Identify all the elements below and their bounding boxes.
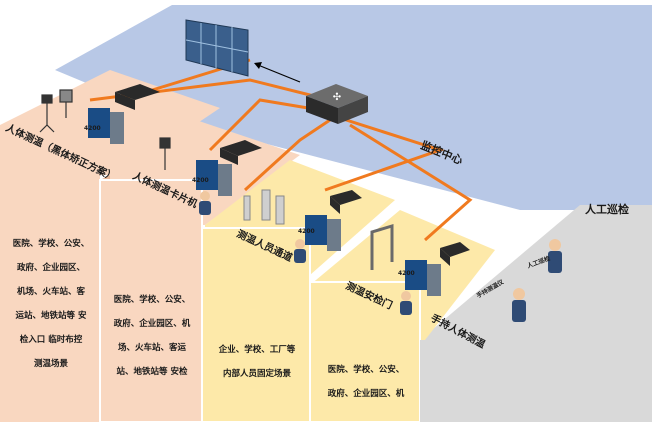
security-door xyxy=(370,223,394,270)
workstations xyxy=(88,108,441,296)
col5-front xyxy=(420,340,652,422)
col1-text: 医院、学校、公安、 政府、企业园区、 机场、火车站、客 运站、地铁站等 安 检入… xyxy=(12,239,90,369)
nvr-label-4: 4200 xyxy=(398,270,415,277)
video-wall xyxy=(185,19,249,77)
people-icons xyxy=(199,191,562,322)
col2-front xyxy=(99,179,203,422)
nvr-label-1: 4200 xyxy=(84,125,101,132)
col2-text: 医院、学校、公安、 政府、企业园区、机 场、火车站、客运 站、地铁站等 安检 xyxy=(113,295,191,377)
nvr-label-3: 4200 xyxy=(298,228,315,235)
thermal-cameras xyxy=(39,89,171,170)
col3-text: 企业、学校、工厂等 内部人员固定场景 xyxy=(218,345,296,379)
col1-front xyxy=(0,125,100,422)
nvr-units xyxy=(115,84,470,266)
nvr-label-2: 4200 xyxy=(192,177,209,184)
signal-arrow xyxy=(257,64,301,83)
access-gates xyxy=(243,189,285,225)
manual-patrol-label: 人工巡检 xyxy=(585,202,629,216)
network-switch: ✣ xyxy=(306,84,368,124)
arrow-head-icon xyxy=(254,62,262,69)
svg-text:✣: ✣ xyxy=(333,92,341,103)
col3-front xyxy=(201,227,311,422)
col4-text: 医院、学校、公安、 政府、企业园区、机 xyxy=(327,365,405,399)
